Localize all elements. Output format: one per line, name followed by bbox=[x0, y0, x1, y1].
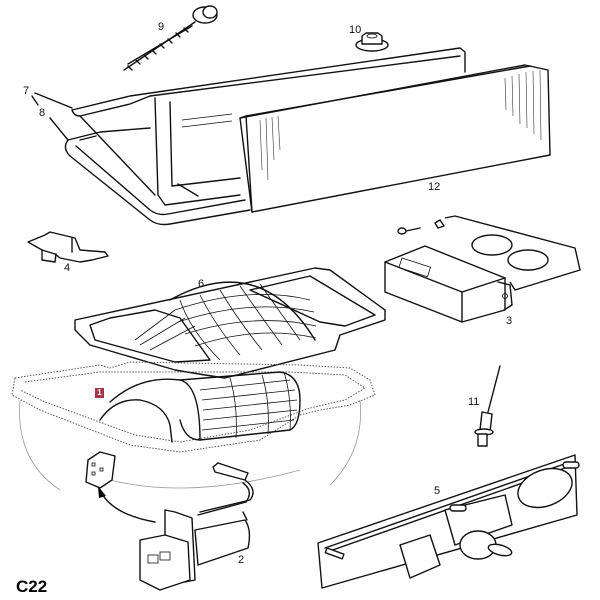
housing-cover-part-7[interactable] bbox=[71, 47, 466, 206]
part-label-8: 8 bbox=[39, 107, 46, 119]
connector-plug[interactable] bbox=[85, 451, 116, 489]
pin-part-11[interactable] bbox=[474, 365, 501, 447]
housing-seal-part-8[interactable] bbox=[64, 127, 251, 226]
bracket-clip-part-4[interactable] bbox=[27, 231, 109, 263]
filter-part-12[interactable] bbox=[239, 64, 551, 213]
part-label-10: 10 bbox=[349, 24, 362, 36]
nut-part-10[interactable] bbox=[355, 32, 389, 52]
arrow-connector bbox=[98, 486, 156, 523]
resistor-connector-part-2[interactable] bbox=[139, 462, 254, 591]
part-label-7: 7 bbox=[23, 85, 30, 97]
screw-part-9[interactable] bbox=[123, 5, 218, 71]
part-label-11: 11 bbox=[468, 396, 480, 408]
small-screw bbox=[397, 227, 421, 235]
part-label-4: 4 bbox=[64, 262, 71, 274]
fan-cover-gasket-part-6[interactable] bbox=[74, 267, 386, 379]
blower-fan-part-1[interactable] bbox=[99, 371, 301, 443]
part-label-9: 9 bbox=[158, 21, 165, 33]
control-module-part-3[interactable] bbox=[384, 215, 581, 323]
blower-housing bbox=[11, 361, 376, 491]
part-label-6: 6 bbox=[198, 278, 205, 290]
part-label-3: 3 bbox=[506, 315, 513, 327]
control-panel-part-5[interactable] bbox=[317, 454, 580, 589]
part-label-1-highlight[interactable]: 1 bbox=[95, 388, 104, 398]
diagram-code: C22 bbox=[16, 577, 48, 596]
part-label-5: 5 bbox=[434, 485, 441, 497]
part-label-2: 2 bbox=[238, 554, 245, 566]
part-label-12: 12 bbox=[428, 181, 441, 193]
leader-lines bbox=[31, 92, 73, 141]
